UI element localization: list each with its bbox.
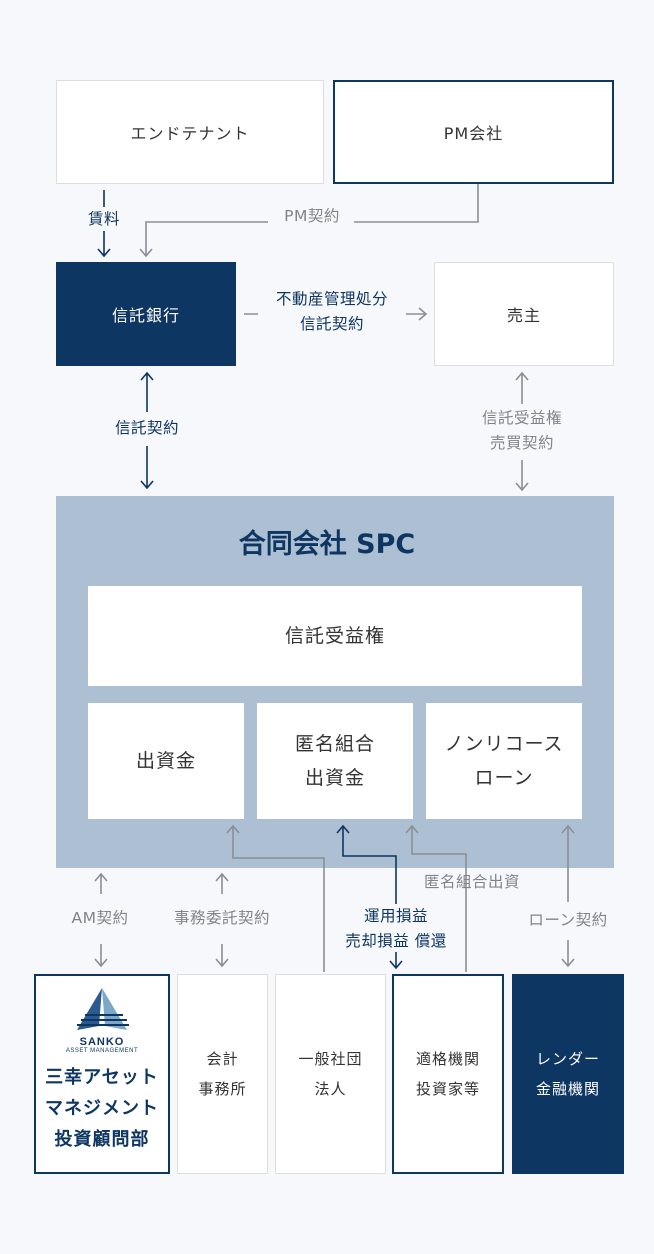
lender-box: レンダー 金融機関 [512, 974, 624, 1174]
rent-arrow [97, 190, 111, 258]
rent-label: 賃料 [87, 210, 120, 228]
qii-line1: 適格機関 [415, 1050, 480, 1068]
seller-box: 売主 [434, 262, 614, 366]
profit-distribution-label: 運用損益 売却損益 償還 [326, 904, 466, 954]
general-incorporated-association-box: 一般社団 法人 [275, 974, 386, 1174]
am-contract-arrow [94, 872, 108, 968]
general-corp-line1: 一般社団 [298, 1050, 363, 1068]
disposal-contract-line2: 信託契約 [299, 315, 364, 333]
tk-investment-label: 匿名組合出資 [423, 873, 520, 891]
am-contract-label: AM契約 [71, 909, 129, 927]
sanko-logo-main: SANKO [79, 1036, 125, 1048]
equity-box: 出資金 [88, 703, 244, 819]
beneficiary-sale-label: 信託受益権 売買契約 [462, 406, 582, 456]
trust-beneficiary-right-box: 信託受益権 [88, 586, 582, 686]
trust-bank-box: 信託銀行 [56, 262, 236, 366]
disposal-contract-arrow [244, 307, 428, 321]
nonrecourse-loan-box: ノンリコース ローン [426, 703, 582, 819]
accounting-line1: 会計 [206, 1050, 239, 1068]
qualified-investor-box: 適格機関 投資家等 [392, 974, 504, 1174]
trust-contract-arrow [140, 371, 154, 490]
trust-beneficiary-right-label: 信託受益権 [284, 625, 385, 647]
loan-contract-label: ローン契約 [528, 911, 608, 929]
equity-label: 出資金 [135, 750, 196, 772]
general-corp-line2: 法人 [314, 1080, 347, 1098]
qii-line2: 投資家等 [415, 1080, 480, 1098]
trust-bank-label: 信託銀行 [111, 306, 180, 325]
pm-company-label: PM会社 [443, 124, 504, 143]
lender-line1: レンダー [535, 1050, 600, 1068]
seller-label: 売主 [506, 306, 541, 325]
disposal-contract-label: 不動産管理処分 信託契約 [252, 287, 412, 337]
tk-equity-line2: 出資金 [304, 767, 365, 789]
profit-line2: 売却損益 償還 [345, 932, 447, 950]
nonrecourse-line1: ノンリコース [444, 733, 564, 755]
sanko-name-line1: 三幸アセット [45, 1067, 159, 1088]
sanko-logo-icon [77, 988, 129, 1030]
lender-line2: 金融機関 [535, 1080, 600, 1098]
sanko-name-line3: 投資顧問部 [54, 1129, 150, 1150]
pm-contract-label: PM契約 [284, 207, 340, 225]
beneficiary-sale-line1: 信託受益権 [481, 409, 562, 427]
pm-contract-arrow [139, 184, 479, 258]
tk-equity-line1: 匿名組合 [294, 733, 375, 755]
spc-title: 合同会社 SPC [238, 529, 416, 560]
end-tenant-box: エンドテナント [56, 80, 324, 184]
pm-company-box: PM会社 [333, 80, 614, 184]
equity-investment-line [226, 824, 325, 972]
accounting-firm-box: 会計 事務所 [177, 974, 268, 1174]
tk-investment-line [405, 824, 467, 972]
beneficiary-sale-line2: 売買契約 [489, 434, 554, 452]
beneficiary-sale-arrow [515, 371, 529, 492]
sanko-name-line2: マネジメント [45, 1098, 159, 1119]
sanko-box: SANKO ASSET MANAGEMENT 三幸アセット マネジメント 投資顧… [34, 974, 170, 1174]
nonrecourse-line2: ローン [474, 767, 534, 789]
sanko-logo-sub: ASSET MANAGEMENT [65, 1048, 139, 1054]
admin-contract-label: 事務委託契約 [173, 909, 270, 927]
trust-contract-label: 信託契約 [114, 419, 179, 437]
accounting-line2: 事務所 [198, 1080, 247, 1098]
admin-contract-arrow [215, 872, 229, 968]
profit-distribution-line [342, 826, 403, 970]
disposal-contract-line1: 不動産管理処分 [275, 290, 388, 308]
profit-line1: 運用損益 [363, 907, 428, 925]
tk-equity-box: 匿名組合 出資金 [257, 703, 413, 819]
end-tenant-label: エンドテナント [130, 124, 250, 143]
loan-contract-arrow [561, 824, 575, 968]
